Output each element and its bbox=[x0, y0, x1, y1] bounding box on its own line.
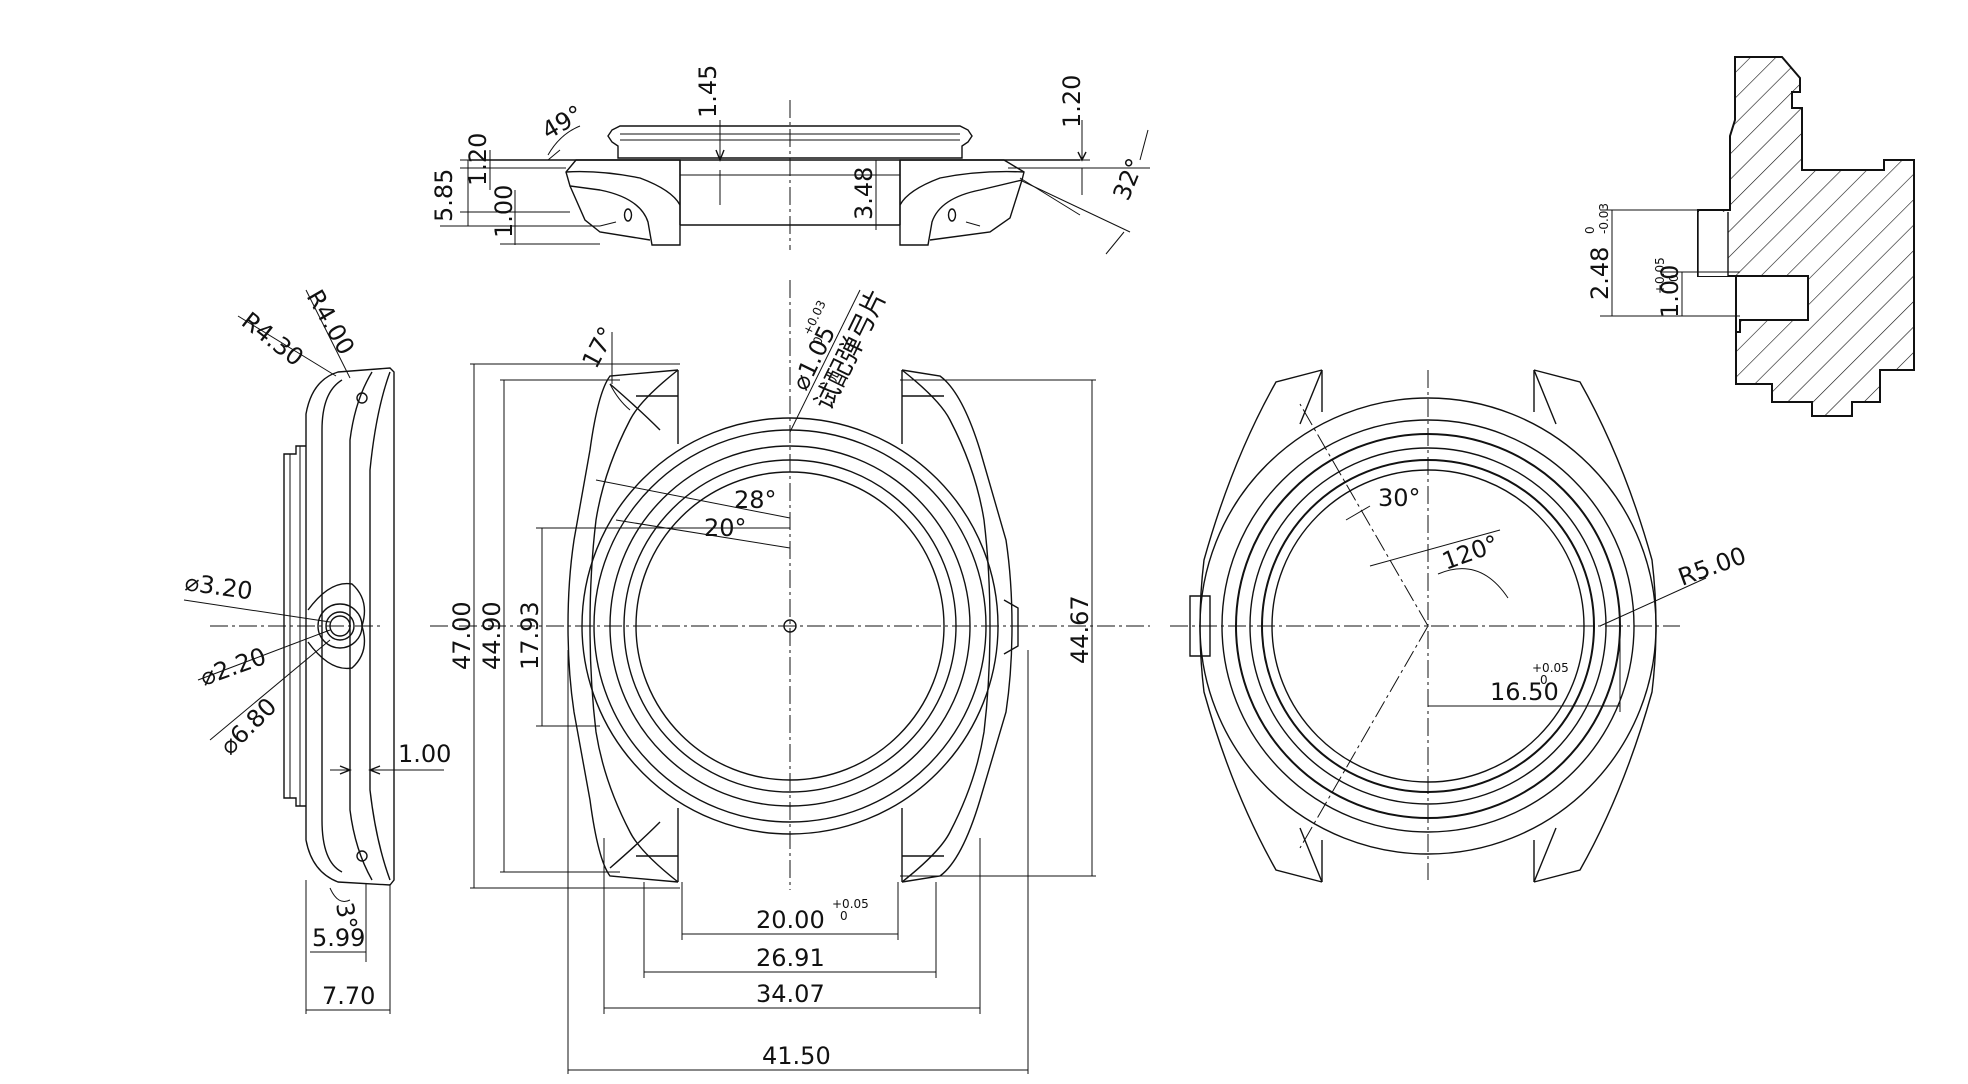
dim-7-70: 7.70 bbox=[322, 982, 375, 1010]
dim-16-50-tol-dn: 0 bbox=[1540, 673, 1548, 687]
dim-41-50: 41.50 bbox=[762, 1042, 831, 1070]
dim-R5-00: R5.00 bbox=[1674, 541, 1749, 591]
detail-section-view: 2.48 0 -0.03 1.00 +0.05 0 bbox=[1583, 56, 1915, 417]
dim-32deg: 32° bbox=[1108, 154, 1150, 204]
dim-16-50-tol-up: +0.05 bbox=[1532, 661, 1569, 675]
back-view: 30° 120° R5.00 16.50 +0.05 0 bbox=[1170, 369, 1750, 883]
dim-20-00-tol-dn: 0 bbox=[840, 909, 848, 923]
dim-20deg: 20° bbox=[704, 514, 747, 542]
dim-dia6-80: ⌀6.80 bbox=[214, 692, 282, 760]
dim-1-00-side: 1.00 bbox=[398, 740, 451, 768]
dim-44-67: 44.67 bbox=[1066, 595, 1094, 664]
dim-17-93: 17.93 bbox=[516, 601, 544, 670]
dim-2-48-tol-dn: -0.03 bbox=[1597, 203, 1611, 234]
dim-44-90: 44.90 bbox=[478, 601, 506, 670]
dim-R4-30: R4.30 bbox=[236, 307, 308, 372]
dim-120deg: 120° bbox=[1438, 530, 1502, 576]
dim-1-00-right-tol-up: +0.05 bbox=[1653, 257, 1667, 294]
dim-1-00-right-tol-dn: 0 bbox=[1667, 274, 1681, 282]
dim-17deg: 17° bbox=[577, 322, 622, 373]
dim-dia3-20: ⌀3.20 bbox=[183, 568, 254, 605]
dim-5-99: 5.99 bbox=[312, 924, 365, 952]
top-section-view: 1.45 49° 1.20 1.20 5.85 1.00 3.48 32° bbox=[430, 65, 1150, 255]
dim-28deg: 28° bbox=[734, 486, 777, 514]
dim-30deg: 30° bbox=[1378, 484, 1421, 512]
dim-1-20-left: 1.20 bbox=[464, 133, 492, 186]
dim-3deg: 3° bbox=[330, 900, 362, 932]
dim-R4-00: R4.00 bbox=[301, 285, 360, 360]
dim-20-00: 20.00 bbox=[756, 906, 825, 934]
dim-16-50: 16.50 bbox=[1490, 678, 1559, 706]
dim-49deg: 49° bbox=[537, 100, 588, 146]
dim-2-48-tol-up: 0 bbox=[1583, 226, 1597, 234]
dim-26-91: 26.91 bbox=[756, 944, 825, 972]
dim-34-07: 34.07 bbox=[756, 980, 825, 1008]
dim-1-00-top: 1.00 bbox=[490, 185, 518, 238]
dim-2-48: 2.48 bbox=[1586, 247, 1614, 300]
dim-1-00-right: 1.00 bbox=[1656, 265, 1684, 318]
dim-20-00-tol-up: +0.05 bbox=[832, 897, 869, 911]
dim-47-00: 47.00 bbox=[448, 601, 476, 670]
front-view: 17° ⌀1.05 +0.03 0 试配弹弓片 28° 20° 47.00 44… bbox=[430, 280, 1150, 1074]
dim-1-20-top: 1.20 bbox=[1058, 75, 1086, 128]
dim-3-48: 3.48 bbox=[850, 167, 878, 220]
side-view: R4.30 R4.00 ⌀3.20 ⌀2.20 ⌀6.80 1.00 3° 5.… bbox=[183, 285, 451, 1014]
hatched-section bbox=[1697, 56, 1915, 417]
dim-1-45: 1.45 bbox=[694, 65, 722, 118]
dim-dia2-20: ⌀2.20 bbox=[196, 642, 269, 692]
dim-5-85: 5.85 bbox=[430, 169, 458, 222]
